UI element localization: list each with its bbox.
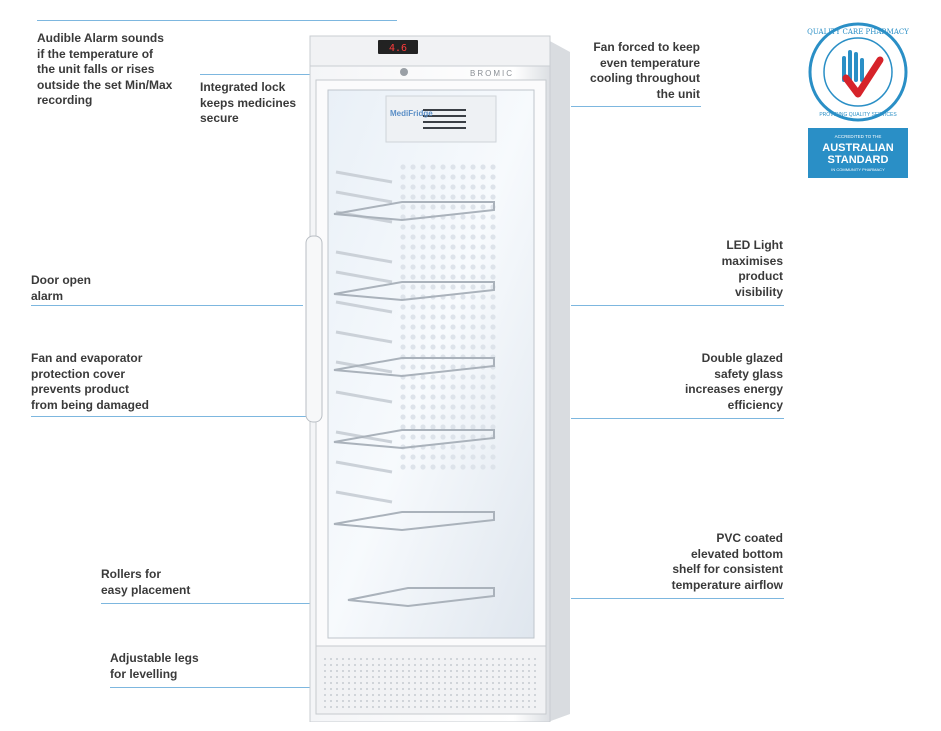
callout-alarm: Audible Alarm sounds if the temperature … bbox=[37, 31, 173, 107]
callout-line-fan-forced bbox=[571, 106, 701, 107]
badge-accredited-text: ACCREDITED TO THE bbox=[835, 134, 882, 139]
callout-legs: Adjustable legs for levelling bbox=[110, 651, 199, 681]
badge-ring-subtext: PROVIDING QUALITY SERVICES bbox=[819, 112, 897, 118]
brand-label: BROMIC bbox=[470, 69, 514, 78]
display-reading: 4.6 bbox=[389, 43, 407, 54]
medical-fridge-image: 4.6 BROMIC MediFridge bbox=[305, 35, 570, 722]
fan-cover bbox=[385, 95, 497, 143]
callout-line-shelf bbox=[571, 598, 784, 599]
callout-door-alarm: Door open alarm bbox=[31, 273, 91, 303]
badge-australian-text: AUSTRALIAN bbox=[822, 142, 894, 154]
lock-icon bbox=[400, 68, 408, 76]
door-handle bbox=[305, 235, 323, 423]
callout-line-lock bbox=[200, 74, 405, 75]
callout-fan-cover: Fan and evaporator protection cover prev… bbox=[31, 351, 150, 412]
quality-care-pharmacy-badge: QUALITY CARE PHARMACY PROVIDING QUALITY … bbox=[806, 20, 910, 180]
callout-fan-forced: Fan forced to keep even temperature cool… bbox=[590, 40, 700, 101]
callout-line-alarm bbox=[37, 20, 397, 21]
model-label: MediFridge bbox=[390, 109, 433, 118]
callout-line-door-alarm bbox=[31, 305, 303, 306]
callout-lock: Integrated lock keeps medicines secure bbox=[200, 80, 297, 125]
temperature-display bbox=[378, 40, 418, 54]
badge-ring-text: QUALITY CARE PHARMACY bbox=[807, 28, 909, 36]
badge-standard-text: STANDARD bbox=[828, 154, 889, 166]
hand-check-icon bbox=[842, 50, 884, 98]
callout-line-led bbox=[571, 305, 784, 306]
callout-line-fan-cover bbox=[31, 416, 312, 417]
callout-line-rollers bbox=[101, 603, 313, 604]
bottom-vent-grille bbox=[324, 654, 540, 708]
callout-glass: Double glazed safety glass increases ene… bbox=[684, 351, 783, 412]
callout-line-legs bbox=[110, 687, 313, 688]
badge-community-text: IN COMMUNITY PHARMACY bbox=[831, 167, 885, 172]
callout-led: LED Light maximises product visibility bbox=[721, 238, 783, 299]
callout-shelf: PVC coated elevated bottom shelf for con… bbox=[671, 531, 783, 592]
callout-rollers: Rollers for easy placement bbox=[101, 567, 191, 597]
callout-line-glass bbox=[571, 418, 784, 419]
wire-shelves bbox=[333, 201, 495, 608]
